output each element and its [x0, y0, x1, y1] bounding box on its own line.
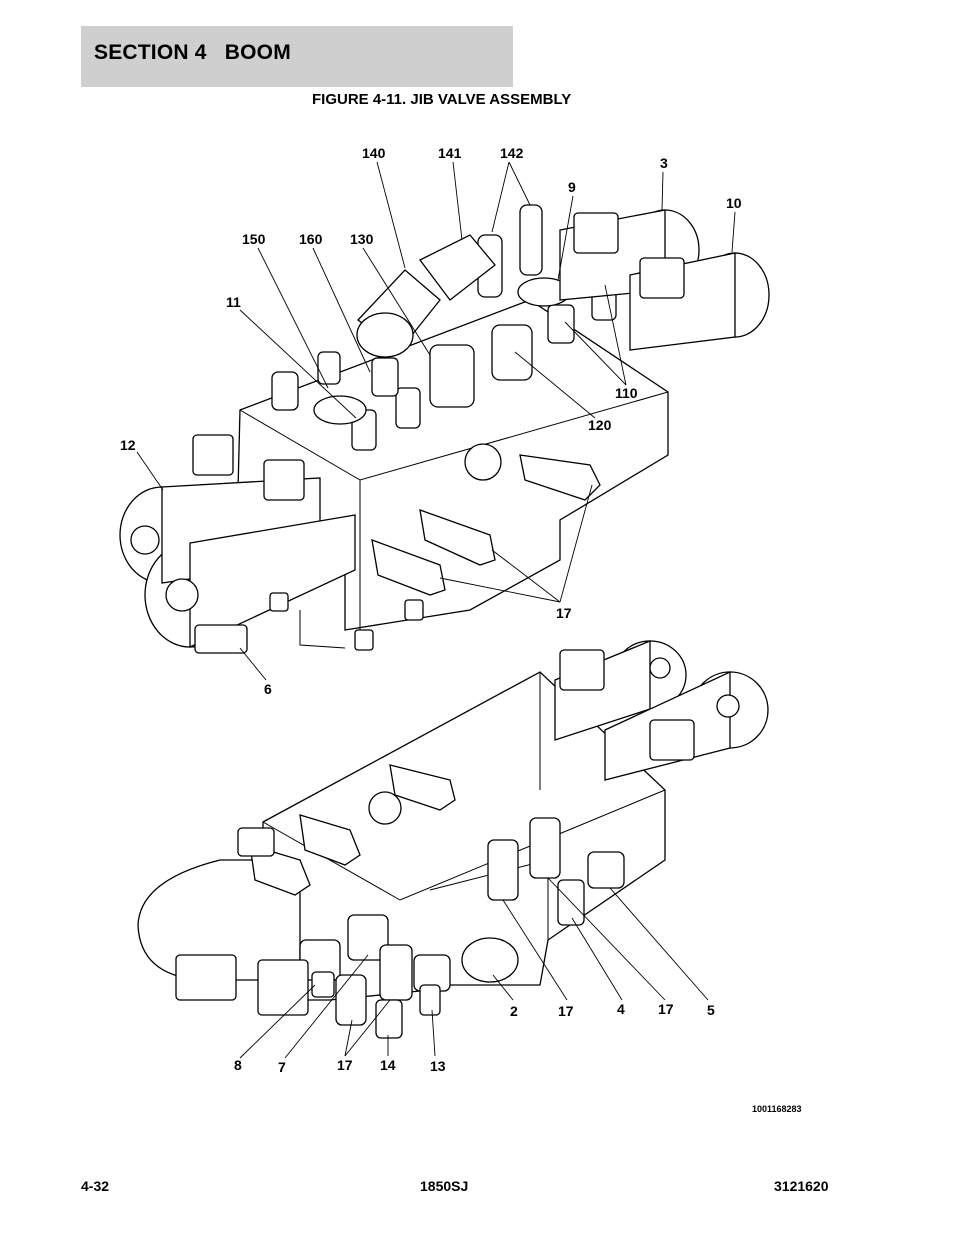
lower-valve-assembly: 2 17 4 17 5 8 7 17 14 13: [137, 640, 769, 1075]
callout-label: 110: [615, 385, 638, 401]
callout-label: 17: [558, 1003, 574, 1019]
callout-label: 120: [588, 417, 612, 433]
callout-label: 13: [430, 1058, 446, 1074]
callout-label: 9: [568, 179, 576, 195]
callout-label: 3: [660, 155, 668, 171]
callout-label: 150: [242, 231, 266, 247]
manual-number: 3121620: [774, 1178, 829, 1194]
callout-label: 14: [380, 1057, 396, 1073]
drawing-number: 1001168283: [752, 1104, 802, 1114]
model-name: 1850SJ: [420, 1178, 469, 1194]
section-title: SECTION 4 BOOM: [94, 41, 291, 64]
callout-label: 6: [264, 681, 272, 697]
page-number: 4-32: [81, 1178, 110, 1194]
callout-label: 17: [658, 1001, 674, 1017]
upper-valve-assembly: 140 141 142 3 9 10 150 160 130 11 110 12…: [119, 145, 770, 697]
callout-label: 140: [362, 145, 386, 161]
callout-label: 8: [234, 1057, 242, 1073]
callout-label: 17: [337, 1057, 353, 1073]
callout-label: 130: [350, 231, 374, 247]
section-header: SECTION 4 BOOM: [81, 26, 513, 87]
callout-label: 12: [120, 437, 136, 453]
callout-label: 4: [617, 1001, 625, 1017]
callout-label: 5: [707, 1002, 715, 1018]
figure-title: FIGURE 4-11. JIB VALVE ASSEMBLY: [312, 91, 572, 108]
callout-label: 142: [500, 145, 524, 161]
callout-label: 160: [299, 231, 323, 247]
callout-label: 141: [438, 145, 462, 161]
callout-label: 2: [510, 1003, 518, 1019]
callout-label: 11: [226, 294, 241, 310]
callout-label: 10: [726, 195, 742, 211]
callout-label: 17: [556, 605, 572, 621]
callout-label: 7: [278, 1059, 286, 1075]
